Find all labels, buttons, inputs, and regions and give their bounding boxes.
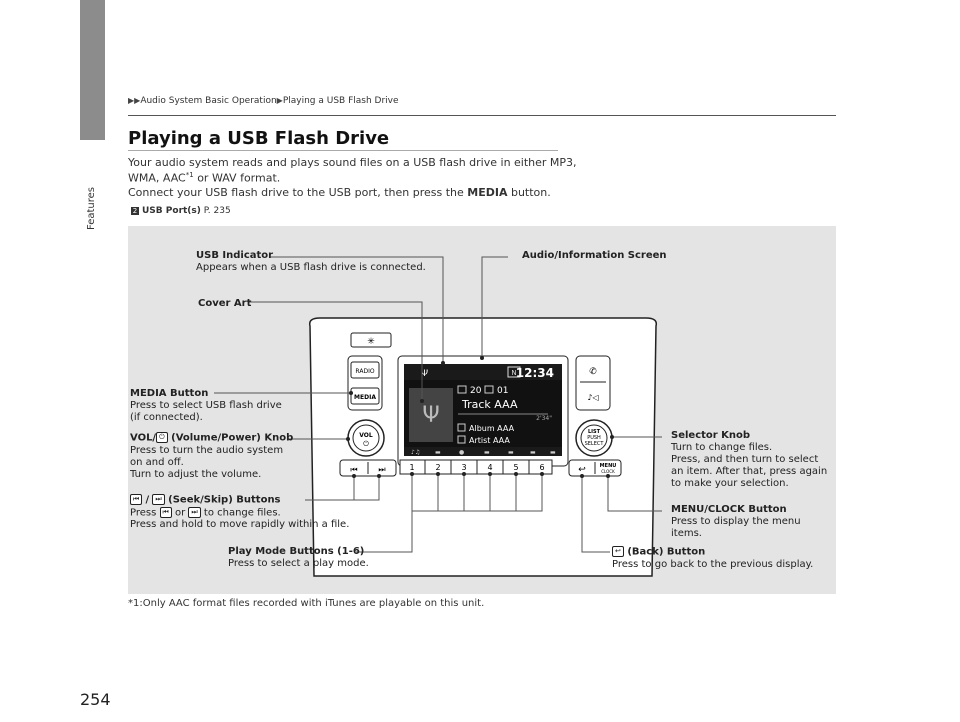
skip-forward-icon: ⏭	[152, 494, 165, 505]
svg-text:VOL: VOL	[359, 432, 373, 439]
breadcrumb-section[interactable]: Audio System Basic Operation	[140, 96, 277, 106]
svg-text:Track AAA: Track AAA	[461, 398, 518, 411]
svg-text:6: 6	[539, 463, 544, 472]
svg-text:Album AAA: Album AAA	[469, 424, 515, 433]
svg-text:♪◁: ♪◁	[587, 393, 598, 402]
svg-text:▬: ▬	[484, 449, 490, 456]
cover-art-callout: Cover Art	[198, 298, 252, 309]
svg-text:⏻: ⏻	[363, 440, 369, 448]
svg-text:3: 3	[461, 463, 466, 472]
svg-text:Artist AAA: Artist AAA	[469, 436, 510, 445]
svg-text:Ψ: Ψ	[421, 369, 428, 379]
back-icon: ↩	[612, 546, 624, 557]
intro-line-1: Your audio system reads and plays sound …	[128, 156, 577, 169]
seek-buttons-callout: ⏮ / ⏭ (Seek/Skip) Buttons Press ⏮ or ⏭ t…	[130, 494, 350, 530]
svg-text:▬: ▬	[435, 449, 441, 456]
svg-text:LIST: LIST	[588, 429, 601, 435]
svg-text:12:34: 12:34	[516, 366, 554, 380]
top-rule	[128, 115, 836, 116]
svg-text:N: N	[511, 369, 516, 377]
svg-text:♪♫: ♪♫	[411, 449, 420, 456]
skip-forward-icon: ⏭	[188, 506, 201, 518]
svg-text:↩: ↩	[578, 465, 586, 475]
svg-text:5: 5	[513, 463, 518, 472]
svg-text:Ψ: Ψ	[422, 403, 439, 428]
svg-text:20: 20	[470, 386, 482, 396]
breadcrumb-page[interactable]: Playing a USB Flash Drive	[282, 96, 399, 106]
svg-text:01: 01	[497, 386, 508, 396]
svg-text:✆: ✆	[589, 367, 597, 377]
page-title: Playing a USB Flash Drive	[128, 128, 390, 149]
intro-line-3: Connect your USB flash drive to the USB …	[128, 186, 551, 199]
svg-text:2'34": 2'34"	[536, 415, 552, 422]
svg-text:2: 2	[435, 463, 440, 472]
svg-text:⏭: ⏭	[378, 465, 385, 474]
play-mode-callout: Play Mode Buttons (1-6)Press to select a…	[228, 546, 369, 569]
title-rule	[128, 150, 558, 151]
svg-text:PUSH: PUSH	[587, 435, 601, 441]
svg-text:⏮: ⏮	[350, 465, 357, 474]
footnote: *1:Only AAC format files recorded with i…	[128, 598, 485, 609]
svg-text:●: ●	[459, 449, 464, 456]
intro-line-2: WMA, AAC*1 or WAV format.	[128, 171, 281, 185]
svg-text:▬: ▬	[530, 449, 536, 456]
svg-text:1: 1	[409, 463, 414, 472]
svg-text:4: 4	[487, 463, 492, 472]
power-icon: ⏻	[156, 432, 168, 443]
svg-text:CLOCK: CLOCK	[601, 469, 615, 474]
page-number: 254	[80, 690, 111, 709]
media-button-label: MEDIA	[354, 394, 376, 401]
audio-screen-callout: Audio/Information Screen	[522, 250, 667, 261]
skip-back-icon: ⏮	[130, 494, 143, 505]
chapter-tab	[80, 0, 105, 140]
svg-text:MENU: MENU	[600, 463, 617, 469]
audio-unit-figure: ✳ RADIO MEDIA Ψ N 12:34 Ψ 20 01 Track AA…	[128, 226, 836, 594]
svg-text:✳: ✳	[367, 337, 375, 347]
svg-text:SELECT: SELECT	[585, 441, 605, 447]
skip-back-icon: ⏮	[159, 506, 172, 518]
side-label: Features	[86, 187, 97, 230]
radio-button-label: RADIO	[355, 368, 374, 375]
svg-text:▬: ▬	[508, 449, 514, 456]
reference-arrow-icon: 2	[131, 207, 139, 215]
breadcrumb: ▶▶Audio System Basic Operation▶Playing a…	[128, 96, 399, 106]
svg-text:▬: ▬	[550, 449, 556, 456]
